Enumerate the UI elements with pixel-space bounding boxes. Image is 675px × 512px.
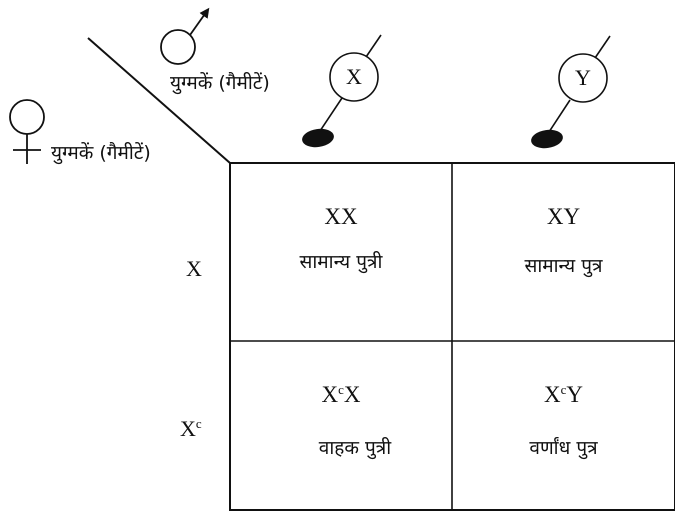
corner-diagonal — [87, 37, 231, 164]
cell-normal-son: XY सामान्य पुत्र — [454, 204, 673, 278]
cell-genotype: XcY — [543, 382, 584, 407]
male-symbol-icon — [160, 7, 210, 65]
sperm-x-icon — [302, 34, 382, 148]
male-gamete-x-label: X — [346, 64, 362, 89]
male-gamete-heading: युग्मकें (गैमीटें) — [170, 72, 270, 94]
cell-genotype: XY — [546, 204, 581, 229]
cell-carrier-daughter: XcX वाहक पुत्री — [232, 382, 450, 460]
cell-phenotype: वर्णांध पुत्र — [529, 437, 598, 459]
cell-phenotype: सामान्य पुत्र — [524, 255, 603, 277]
sperm-y-icon — [531, 35, 611, 149]
cell-phenotype: सामान्य पुत्री — [299, 251, 383, 273]
female-gamete-x-label: X — [186, 256, 202, 281]
cell-genotype: XcX — [321, 382, 361, 407]
female-symbol-icon — [9, 99, 45, 164]
cell-genotype: XX — [324, 204, 358, 229]
punnett-grid — [229, 162, 675, 511]
cell-phenotype: वाहक पुत्री — [318, 437, 392, 459]
female-gamete-xc-label: Xc — [180, 416, 202, 441]
male-gamete-y-label: Y — [575, 65, 591, 90]
female-gamete-heading: युग्मकें (गैमीटें) — [51, 142, 151, 164]
cell-colorblind-son: XcY वर्णांध पुत्र — [454, 382, 673, 460]
cell-normal-daughter: XX सामान्य पुत्री — [232, 204, 450, 274]
